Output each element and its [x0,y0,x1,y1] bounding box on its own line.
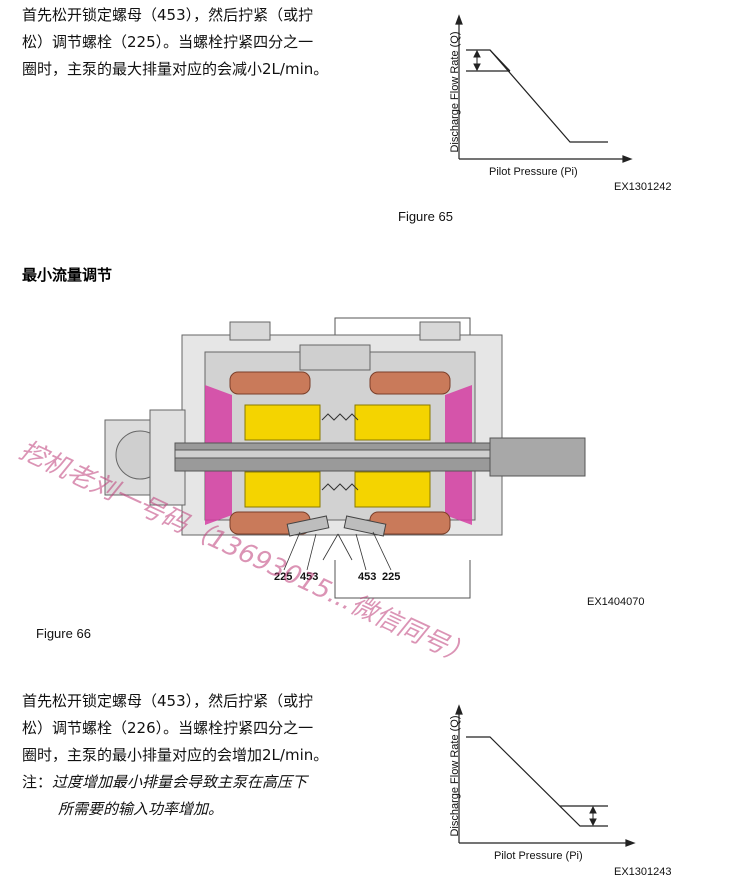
figure-65-axes [455,14,633,163]
figure-66-code: EX1404070 [587,596,645,608]
figure-65-curves [466,49,608,143]
figure-65-adjust-arrow [473,49,481,72]
note: 注：过度增加最小排量会导致主泵在高压下 所需要的输入功率增加。 [22,769,307,823]
bottom-paragraph-line-3: 圈时，主泵的最小排量对应的会增加2L/min。 [22,746,329,764]
top-paragraph-line-3: 圈时，主泵的最大排量对应的会减小2L/min。 [22,60,329,78]
note-line-1: 过度增加最小排量会导致主泵在高压下 [52,773,308,791]
note-line-2: 所需要的输入功率增加。 [58,800,224,818]
figure-67-curves [466,736,608,827]
callout-225-right: 225 [382,571,401,583]
pump-adjusting-bolts [286,515,387,537]
callout-453-right: 453 [358,571,377,583]
note-label: 注： [22,773,53,791]
figure-67-adjust-arrow [589,805,597,827]
top-paragraph-line-2: 松）调节螺栓（225）。当螺栓拧紧四分之一 [22,33,314,51]
bottom-paragraph-line-1: 首先松开锁定螺母（453），然后拧紧（或拧 [22,692,314,710]
figure-66-caption: Figure 66 [36,626,91,641]
callout-453-left: 453 [300,571,319,583]
figure-65-caption: Figure 65 [398,209,453,224]
pump-shaft [174,437,586,477]
figure-67-code: EX1301243 [614,866,672,878]
figure-65-y-label: Discharge Flow Rate (Q) [449,31,461,153]
pump-swash-plates [205,385,472,525]
pump-cylinder-blocks [244,404,431,508]
figure-66-leader-frame [334,317,471,599]
bottom-paragraph-line-2: 松）调节螺栓（226）。当螺栓拧紧四分之一 [22,719,314,737]
figure-67-x-label: Pilot Pressure (Pi) [494,850,583,862]
top-paragraph: 首先松开锁定螺母（453），然后拧紧（或拧 松）调节螺栓（225）。当螺栓拧紧四… [22,2,328,83]
figure-65-x-label: Pilot Pressure (Pi) [489,166,578,178]
callout-225-left: 225 [274,571,293,583]
figure-65-code: EX1301242 [614,181,672,193]
top-paragraph-line-1: 首先松开锁定螺母（453），然后拧紧（或拧 [22,6,314,24]
section-heading: 最小流量调节 [22,266,113,284]
pump-regulator-pistons [229,371,451,535]
bottom-paragraph: 首先松开锁定螺母（453），然后拧紧（或拧 松）调节螺栓（226）。当螺栓拧紧四… [22,688,328,769]
pump-housing [181,321,503,536]
pump-springs [321,413,359,491]
figure-67-y-label: Discharge Flow Rate (Q) [449,715,461,837]
